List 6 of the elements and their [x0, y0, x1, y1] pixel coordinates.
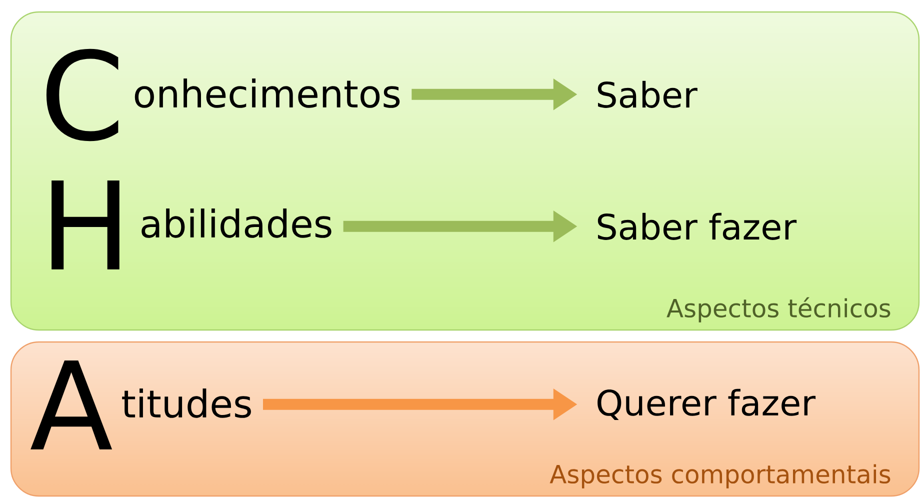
term-label: A titudes	[30, 360, 251, 450]
meaning-label: Saber	[598, 80, 698, 108]
term-label: C onhecimentos	[46, 48, 400, 142]
term-label: H abilidades	[52, 180, 332, 270]
meaning-label: Saber fazer	[598, 212, 797, 240]
meaning-label: Querer fazer	[598, 388, 816, 420]
